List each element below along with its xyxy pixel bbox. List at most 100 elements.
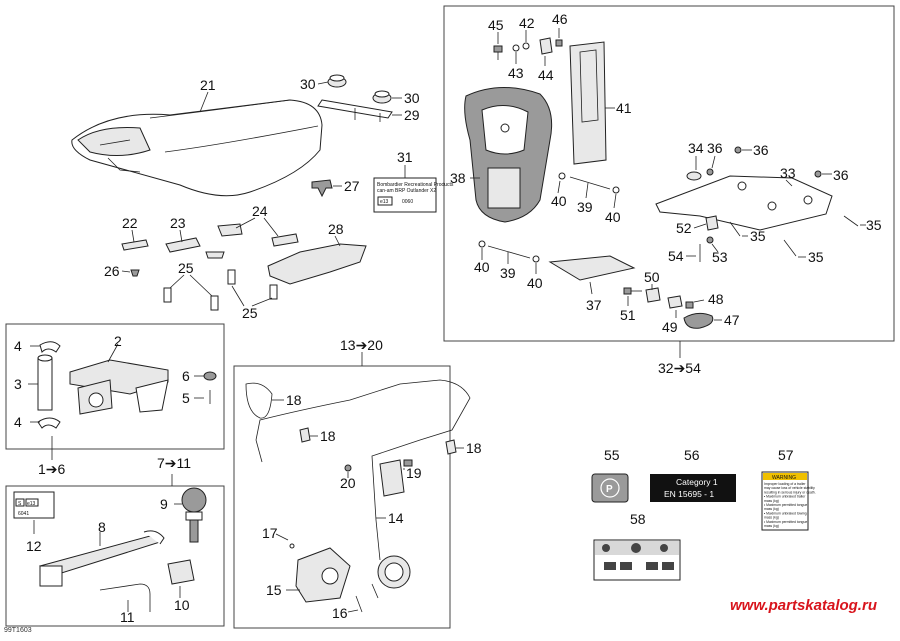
brackets-24 xyxy=(205,223,299,259)
callout-33: 33 xyxy=(780,165,796,181)
plate-37 xyxy=(548,255,636,281)
svg-text:WARNING: WARNING xyxy=(772,475,796,481)
callout-12: 12 xyxy=(26,538,42,554)
callout-48: 48 xyxy=(708,291,724,307)
washer-43 xyxy=(512,44,520,52)
group-label-1-6: 1➔6 xyxy=(38,461,66,477)
callout-2: 2 xyxy=(114,333,122,349)
callout-3: 3 xyxy=(14,376,22,392)
group-frame-32-54 xyxy=(443,5,895,342)
callout-40c: 40 xyxy=(474,259,490,275)
svg-text:6041: 6041 xyxy=(18,511,29,517)
callout-22: 22 xyxy=(122,215,138,231)
callout-25a: 25 xyxy=(178,260,194,276)
callout-57: 57 xyxy=(778,447,794,463)
hitch-receiver-2 xyxy=(69,359,169,415)
callout-58: 58 xyxy=(630,511,646,527)
bracket-49 xyxy=(667,295,683,309)
callout-45: 45 xyxy=(488,17,504,33)
bracket-50 xyxy=(645,287,661,303)
screws-16 xyxy=(355,583,379,613)
callout-14: 14 xyxy=(388,510,404,526)
nut-30b xyxy=(372,90,392,104)
bolts-35 xyxy=(729,215,859,257)
callout-36a: 36 xyxy=(707,140,723,156)
parking-brake-decal-55: P xyxy=(591,473,629,503)
callout-52: 52 xyxy=(676,220,692,236)
group-label-32-54: 32➔54 xyxy=(658,360,701,376)
callout-18a: 18 xyxy=(286,392,302,408)
callout-50: 50 xyxy=(644,269,660,285)
hitch-bar-8 xyxy=(38,530,165,587)
clip-4a xyxy=(39,341,61,353)
callout-55: 55 xyxy=(604,447,620,463)
callout-40a: 40 xyxy=(551,193,567,209)
latch-47 xyxy=(683,312,714,329)
latch-clip xyxy=(311,179,333,198)
callout-11: 11 xyxy=(120,609,135,625)
callout-34: 34 xyxy=(688,140,704,156)
callout-40b: 40 xyxy=(605,209,621,225)
callout-35c: 35 xyxy=(866,217,882,233)
warning-line: • Maximum permitted tongue xyxy=(764,520,807,524)
group-frame-1-6 xyxy=(5,323,225,450)
callout-20: 20 xyxy=(340,475,356,491)
callout-4a: 4 xyxy=(14,338,22,354)
callout-37: 37 xyxy=(586,297,602,313)
group-label-13-20: 13➔20 xyxy=(340,337,383,353)
category-decal-56: Category 1 EN 15695 - 1 xyxy=(650,474,736,502)
callout-54: 54 xyxy=(668,248,684,264)
shield-28 xyxy=(267,243,367,285)
warning-line: mass (kg) xyxy=(764,499,779,503)
callout-56: 56 xyxy=(684,447,700,463)
callout-53: 53 xyxy=(712,249,728,265)
mounting-bracket-33 xyxy=(655,175,833,231)
warning-line: resulting in serious injury or death. xyxy=(764,490,816,494)
callout-19: 19 xyxy=(406,465,422,481)
svg-text:can-am BRP Outlander X2: can-am BRP Outlander X2 xyxy=(377,188,436,194)
clip-4b xyxy=(37,417,61,429)
svg-text:Category 1: Category 1 xyxy=(676,477,718,487)
nut-20 xyxy=(344,464,352,472)
callout-39b: 39 xyxy=(500,265,516,281)
callout-28: 28 xyxy=(328,221,344,237)
cap-10 xyxy=(167,559,195,585)
callout-39a: 39 xyxy=(577,199,593,215)
rod-39b xyxy=(487,245,531,259)
warning-line: mass (kg) xyxy=(764,524,779,528)
callout-10: 10 xyxy=(174,597,190,613)
callout-36c: 36 xyxy=(833,167,849,183)
callout-51: 51 xyxy=(620,307,636,323)
callout-41: 41 xyxy=(616,100,632,116)
callout-44: 44 xyxy=(538,67,554,83)
svg-text:e13: e13 xyxy=(27,501,36,507)
nut-30a xyxy=(327,74,347,88)
callout-27: 27 xyxy=(344,178,360,194)
nut-48 xyxy=(685,301,694,309)
callout-42: 42 xyxy=(519,15,535,31)
wiring-harness-13 xyxy=(245,379,471,561)
group-frame-7-11 xyxy=(5,485,225,627)
callout-38: 38 xyxy=(450,170,466,186)
callout-35b: 35 xyxy=(808,249,824,265)
svg-text:P: P xyxy=(606,484,613,495)
bracket-23 xyxy=(165,237,201,253)
callout-18c: 18 xyxy=(466,440,482,456)
callout-18b: 18 xyxy=(320,428,336,444)
nut-53 xyxy=(706,236,714,244)
washer-42 xyxy=(522,42,530,50)
watermark: www.partskatalog.ru xyxy=(730,597,877,614)
callout-36b: 36 xyxy=(753,142,769,158)
group-label-7-11: 7➔11 xyxy=(157,455,191,471)
callout-35a: 35 xyxy=(750,228,766,244)
warning-line: may cause loss of vehicle stability xyxy=(764,486,815,490)
svg-text:S: S xyxy=(18,501,22,507)
backrest-38 xyxy=(464,86,553,223)
callout-40d: 40 xyxy=(527,275,543,291)
clip-18b xyxy=(299,427,311,443)
callout-49: 49 xyxy=(662,319,678,335)
bracket-52 xyxy=(705,215,719,231)
backrest-support-41 xyxy=(569,41,607,165)
